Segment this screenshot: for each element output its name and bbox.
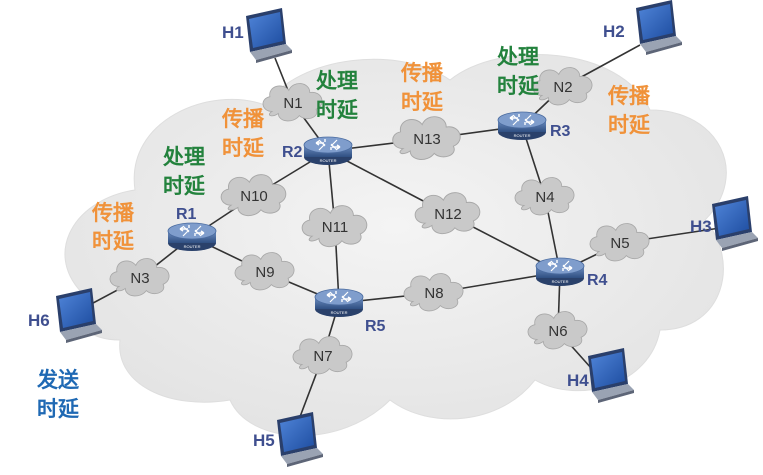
laptop-icon: [636, 0, 682, 55]
laptop-icon: [712, 196, 758, 251]
propagation-delay-label-n13-line1: 传播: [400, 61, 444, 85]
processing-delay-label-r1-line2: 时延: [163, 174, 206, 198]
processing-delay-label-r3-line1: 处理: [496, 45, 539, 69]
host-label-h6: H6: [28, 311, 50, 330]
processing-delay-label-r3-line2: 时延: [497, 74, 540, 98]
transmission-delay-label-h6-line2: 时延: [37, 397, 80, 421]
propagation-delay-label-left-line1: 传播: [91, 201, 135, 225]
router-r4: ROUTER: [535, 257, 585, 287]
router-r2: ROUTER: [303, 136, 353, 166]
router-label-r1: R1: [176, 206, 197, 223]
routers: ROUTER R1 ROUTER R2 ROUTER R3 ROUTER R4 …: [167, 111, 608, 335]
host-label-h5: H5: [253, 431, 275, 450]
router-r1: ROUTER: [167, 222, 217, 252]
network-label-n7: N7: [313, 348, 332, 365]
propagation-delay-label-r2-line1: 传播: [221, 107, 265, 131]
network-label-n12: N12: [434, 206, 462, 223]
host-label-h2: H2: [603, 22, 625, 41]
network-label-n13: N13: [413, 131, 441, 148]
network-label-n3: N3: [130, 270, 149, 287]
annotations: 传播 时延 处理 时延 传播 时延 处理 时延 传播 时延 处理 时延 传播 时…: [36, 45, 651, 421]
router-badge: ROUTER: [320, 158, 337, 163]
host-h2: [636, 0, 682, 55]
propagation-delay-label-r2-line2: 时延: [222, 136, 265, 160]
host-label-h3: H3: [690, 217, 712, 236]
propagation-delay-label-left-line2: 时延: [92, 229, 135, 253]
host-label-h1: H1: [222, 23, 244, 42]
transmission-delay-label-h6-line1: 发送: [36, 368, 80, 392]
hosts: H1 H2 H3 H4 H5 H6: [28, 0, 758, 467]
host-h3: [712, 196, 758, 251]
network-label-n2: N2: [553, 79, 572, 96]
laptop-icon: [246, 8, 292, 63]
network-label-n11: N11: [322, 219, 348, 236]
network-label-n1: N1: [283, 95, 302, 112]
network-label-n6: N6: [548, 323, 567, 340]
propagation-delay-label-right-line2: 时延: [608, 113, 651, 137]
router-r5: ROUTER: [314, 288, 364, 318]
router-label-r3: R3: [550, 123, 571, 140]
router-label-r5: R5: [365, 318, 386, 335]
network-label-n10: N10: [240, 188, 268, 205]
router-badge: ROUTER: [331, 310, 348, 315]
processing-delay-label-r1-line1: 处理: [162, 145, 205, 169]
network-label-n9: N9: [255, 264, 274, 281]
network-label-n5: N5: [610, 235, 629, 252]
host-h1: [246, 8, 292, 63]
processing-delay-label-r2-line1: 处理: [315, 69, 358, 93]
network-label-n4: N4: [535, 189, 554, 206]
router-r3: ROUTER: [497, 111, 547, 141]
propagation-delay-label-right-line1: 传播: [607, 84, 651, 108]
propagation-delay-label-n13-line2: 时延: [401, 90, 444, 114]
router-label-r2: R2: [282, 144, 303, 161]
router-badge: ROUTER: [184, 244, 201, 249]
router-badge: ROUTER: [514, 133, 531, 138]
network-label-n8: N8: [424, 285, 443, 302]
host-label-h4: H4: [567, 371, 589, 390]
processing-delay-label-r2-line2: 时延: [316, 98, 359, 122]
router-badge: ROUTER: [552, 279, 569, 284]
networks: N1 N2 N3 N4 N5 N6 N7 N8: [109, 67, 650, 375]
router-label-r4: R4: [587, 272, 608, 289]
